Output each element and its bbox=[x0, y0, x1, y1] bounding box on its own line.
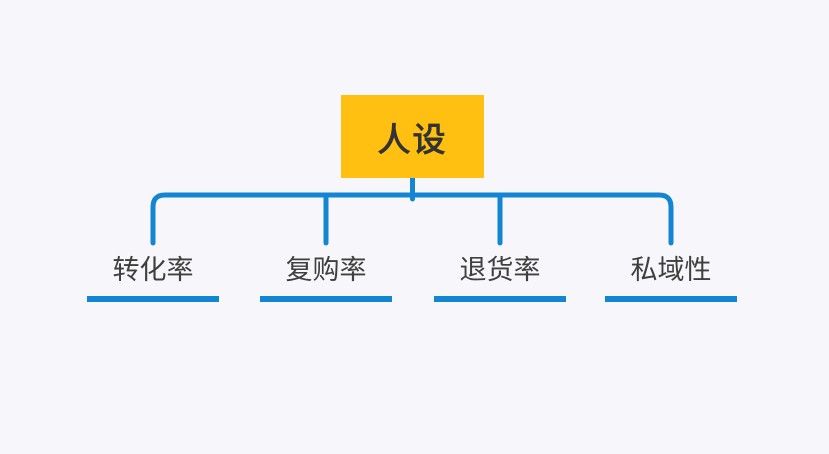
child-node-label: 转化率 bbox=[112, 255, 194, 285]
child-node-label: 私域性 bbox=[630, 255, 712, 285]
child-node-label: 复购率 bbox=[285, 255, 367, 285]
branch-frame-line bbox=[150, 192, 674, 246]
child-node-private-domain[interactable]: 私域性 bbox=[605, 252, 737, 302]
root-node-label: 人设 bbox=[377, 120, 448, 158]
child-node-conversion-rate[interactable]: 转化率 bbox=[87, 252, 219, 302]
child-node-repurchase-rate[interactable]: 复购率 bbox=[260, 252, 392, 302]
root-node-persona[interactable]: 人设 bbox=[341, 95, 484, 178]
child-node-label: 退货率 bbox=[459, 255, 541, 285]
child-node-return-rate[interactable]: 退货率 bbox=[434, 252, 566, 302]
